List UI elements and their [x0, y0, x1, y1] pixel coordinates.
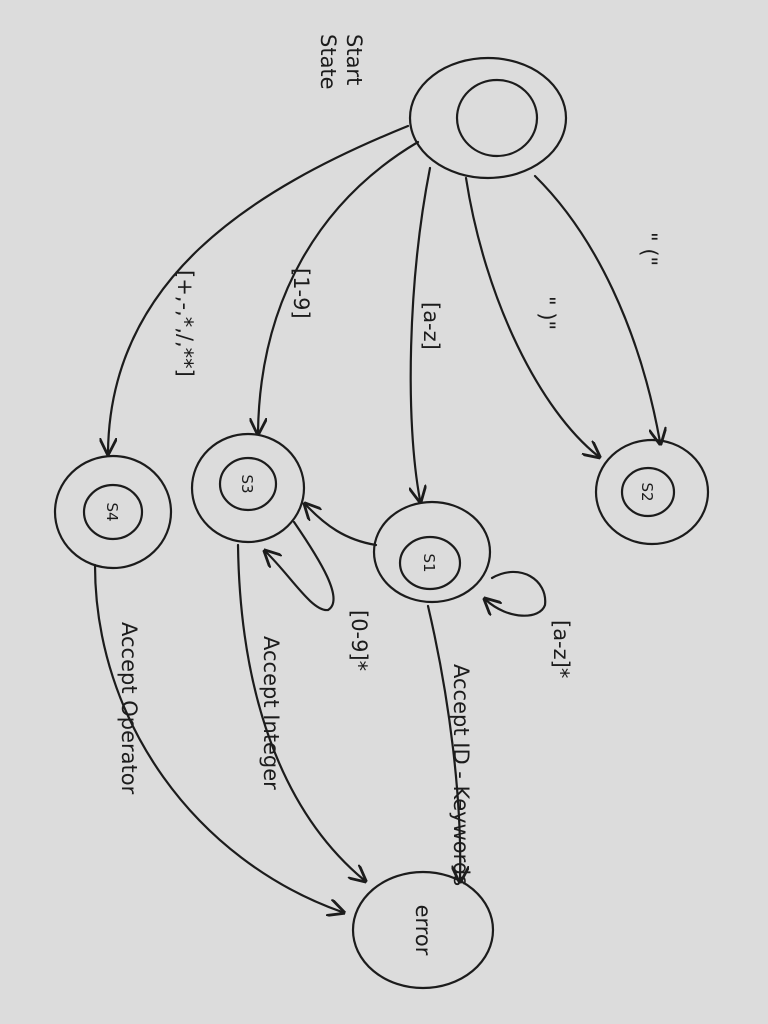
edge-start-to-s2-lower	[464, 176, 598, 456]
edge-label-s3-loop: [0-9]*	[347, 610, 371, 671]
edge-start-to-s2-upper	[533, 174, 660, 442]
edge-label-s1-loop: [a-z]*	[549, 620, 573, 678]
start-state-outer-circle	[408, 56, 568, 180]
state-s4-outer-circle	[53, 454, 173, 570]
state-s1: S1	[372, 500, 492, 604]
edge-label-s1-to-error: Accept ID - Keywords	[449, 664, 473, 886]
edge-label-start-to-s1: [a-z]	[419, 302, 443, 350]
edge-start-to-s1	[411, 166, 432, 500]
edge-s3-self-loop	[266, 520, 335, 612]
state-s1-inner-circle	[398, 535, 462, 591]
edge-s1-to-s3	[306, 505, 378, 547]
state-s1-outer-circle	[372, 500, 492, 604]
state-s1-label: S1	[420, 553, 438, 572]
edge-label-start-to-s4: [+,-,*,/,**]	[173, 270, 197, 377]
state-s4-inner-circle	[82, 483, 144, 541]
state-s2-inner-circle	[620, 466, 676, 518]
error-state-label: error	[411, 905, 435, 956]
edge-s3-to-error	[236, 543, 364, 880]
edge-label-start-to-s2-lower: " )"	[535, 296, 559, 330]
state-s3-inner-circle	[218, 456, 278, 512]
state-s3-label: S3	[238, 474, 256, 493]
start-state-inner-circle	[455, 78, 539, 158]
start-label-line2: State	[316, 34, 340, 90]
state-s4-label: S4	[103, 502, 121, 521]
error-state-circle	[351, 870, 495, 990]
error-state: error	[351, 870, 495, 990]
start-label-line1: Start	[342, 34, 366, 85]
start-state-label: Start State	[316, 34, 366, 90]
edge-label-s3-to-error: Accept Integer	[259, 636, 283, 790]
state-s2-label: S2	[638, 482, 656, 501]
state-s3-outer-circle	[190, 432, 306, 544]
state-s4: S4	[53, 454, 173, 570]
edge-label-s4-to-error: Accept Operator	[117, 622, 141, 795]
state-s3: S3	[190, 432, 306, 544]
edge-label-start-to-s3: [1-9]	[289, 268, 313, 319]
edge-s1-to-error	[426, 604, 460, 880]
edge-s1-self-loop	[486, 570, 547, 617]
edge-start-to-s4	[108, 124, 410, 452]
state-s2: S2	[594, 438, 710, 546]
edge-s4-to-error	[93, 563, 342, 912]
start-state	[408, 56, 568, 180]
edge-start-to-s3	[258, 140, 420, 432]
edge-label-start-to-s2-upper: " ("	[637, 232, 661, 266]
